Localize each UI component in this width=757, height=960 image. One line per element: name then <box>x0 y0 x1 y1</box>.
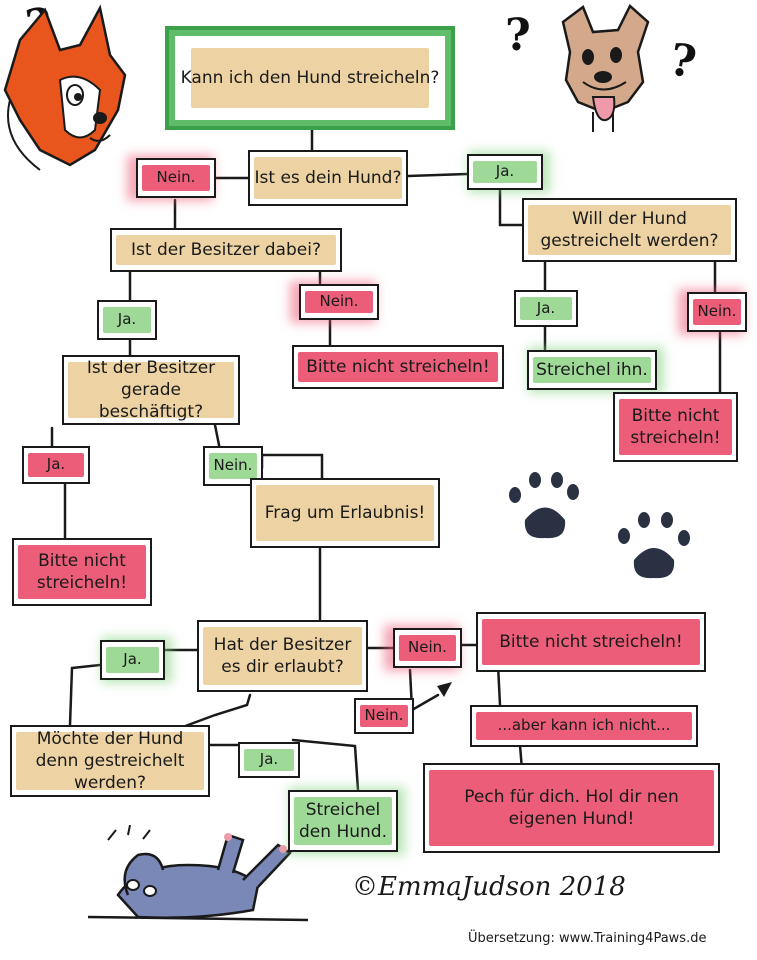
fox-dog-illustration <box>3 4 127 171</box>
terrier-dog-illustration <box>561 3 650 132</box>
answer-owner-present-yes: Ja. <box>97 300 157 340</box>
answer-owner-allowed-no: Nein. <box>393 628 462 668</box>
artist-signature: ©EmmaJudson 2018 <box>352 872 626 902</box>
answer-own-dog-yes: Ja. <box>467 154 543 190</box>
question-owner-busy: Ist der Besitzer gerade beschäftigt? <box>62 355 240 425</box>
result-no-pet-middle: Bitte nicht streicheln! <box>292 345 504 389</box>
answer-dog-wants-2-no: Nein. <box>354 698 414 734</box>
question-dog-wants-2: Möchte der Hund denn gestreichelt werden… <box>10 725 210 797</box>
answer-own-dog-no: Nein. <box>136 158 216 198</box>
result-no-pet-left: Bitte nicht streicheln! <box>12 538 152 606</box>
result-no-pet-right: Bitte nicht streicheln! <box>613 392 738 462</box>
question-owner-present: Ist der Besitzer dabei? <box>110 228 342 272</box>
question-owner-allowed: Hat der Besitzer es dir erlaubt? <box>197 620 368 692</box>
action-ask-permission: Frag um Erlaubnis! <box>250 478 440 548</box>
result-no-pet-bottom: Bitte nicht streicheln! <box>476 612 706 672</box>
answer-dog-wants-no: Nein. <box>687 292 747 332</box>
question-own-dog: Ist es dein Hund? <box>248 150 408 206</box>
answer-owner-allowed-yes: Ja. <box>100 640 165 680</box>
thought-but-cant: ...aber kann ich nicht... <box>470 705 698 747</box>
answer-dog-wants-yes: Ja. <box>514 290 578 327</box>
translation-credit: Übersetzung: www.Training4Paws.de <box>468 931 707 946</box>
start-question: Kann ich den Hund streicheln? <box>165 26 455 130</box>
paw-print-icon <box>509 472 579 539</box>
answer-owner-busy-yes: Ja. <box>22 446 90 484</box>
question-mark-icon: ? <box>505 10 531 61</box>
result-pet-the-dog: Streichel den Hund. <box>288 790 398 852</box>
answer-dog-wants-2-yes: Ja. <box>238 742 300 778</box>
answer-owner-present-no: Nein. <box>299 284 379 320</box>
result-bad-luck: Pech für dich. Hol dir nen eigenen Hund! <box>423 763 720 853</box>
paw-print-icon <box>618 512 690 579</box>
result-pet-him: Streichel ihn. <box>527 350 657 390</box>
question-dog-wants: Will der Hund gestreichelt werden? <box>522 198 737 262</box>
rolling-dog-illustration <box>87 825 309 922</box>
